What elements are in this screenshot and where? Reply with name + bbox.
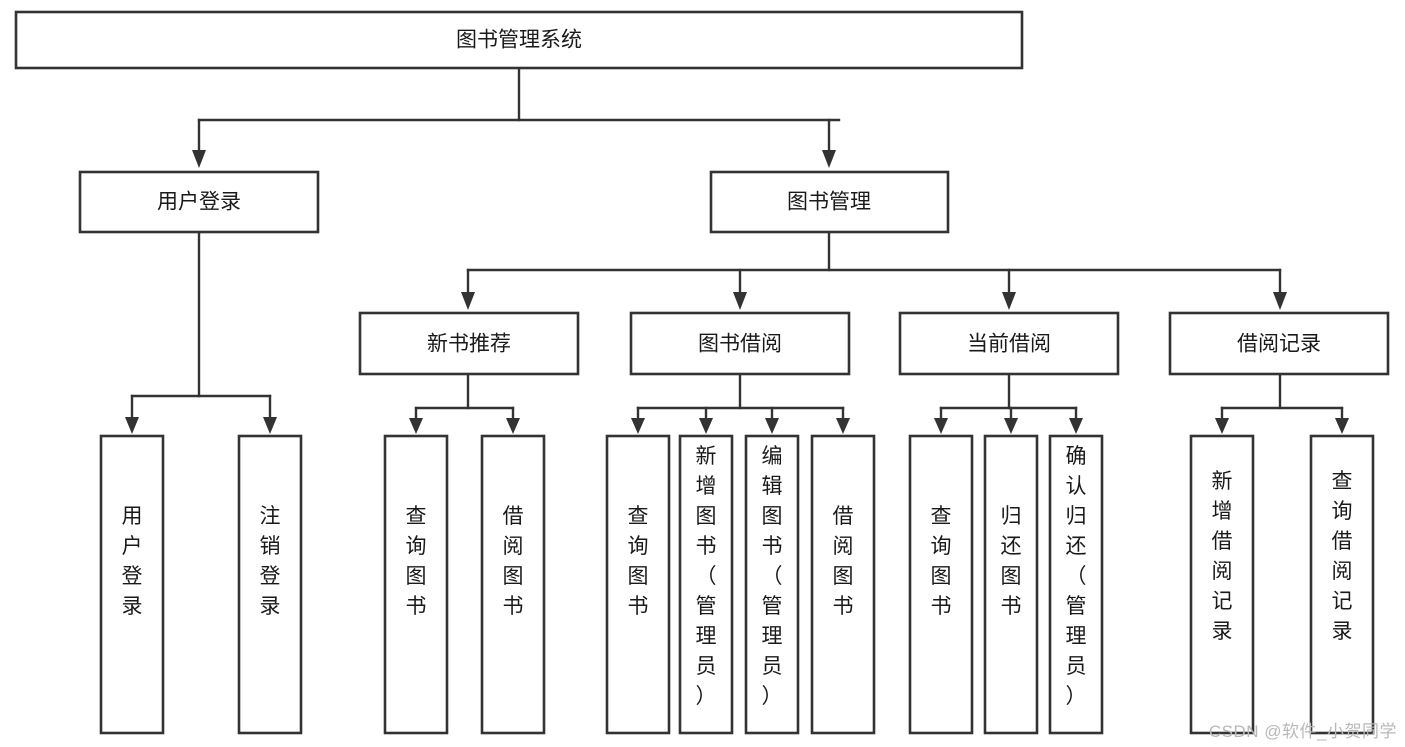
node-new-book-recommend[interactable]: 新书推荐 — [358, 311, 580, 376]
leaf-confirm-return-admin[interactable]: 确认归还（管理员） — [1048, 434, 1104, 735]
node-book-management[interactable]: 图书管理 — [709, 170, 950, 234]
leaf-edit-book-admin-label: 编辑图书（管理员） — [762, 445, 783, 708]
leaf-add-borrow-record[interactable]: 新增借阅记录 — [1189, 434, 1255, 735]
leaf-query-book-borrow-label: 查询图书 — [628, 505, 649, 618]
leaf-query-book-current-label: 查询图书 — [931, 505, 952, 618]
leaf-user-login[interactable]: 用户登录 — [99, 434, 165, 735]
leaf-query-borrow-record-label: 查询借阅记录 — [1332, 470, 1353, 643]
leaf-query-book-recommend-label: 查询图书 — [406, 505, 427, 618]
connectors-record-to-leaves — [1215, 372, 1349, 434]
node-book-borrow-label: 图书借阅 — [698, 333, 782, 356]
leaf-logout-label: 注销登录 — [260, 505, 281, 618]
connectors-level2-to-level3 — [461, 230, 1287, 310]
node-user-login-label: 用户登录 — [157, 191, 241, 214]
connectors-new-book-to-leaves — [409, 372, 520, 434]
connectors-borrow-to-leaves — [631, 372, 850, 434]
leaf-query-book-borrow[interactable]: 查询图书 — [605, 434, 671, 735]
leaf-borrow-book[interactable]: 借阅图书 — [810, 434, 876, 735]
leaf-add-book-admin-label: 新增图书（管理员） — [696, 445, 717, 708]
node-borrow-record-label: 借阅记录 — [1237, 333, 1321, 356]
node-user-login[interactable]: 用户登录 — [78, 170, 320, 234]
leaf-borrow-book-label: 借阅图书 — [833, 505, 854, 618]
leaf-add-book-admin[interactable]: 新增图书（管理员） — [678, 434, 734, 735]
connectors-current-to-leaves — [934, 372, 1083, 434]
node-book-borrow[interactable]: 图书借阅 — [629, 311, 851, 376]
leaf-add-borrow-record-label: 新增借阅记录 — [1212, 470, 1233, 643]
leaf-query-borrow-record[interactable]: 查询借阅记录 — [1309, 434, 1375, 735]
node-new-book-recommend-label: 新书推荐 — [427, 333, 511, 356]
leaf-return-book-label: 归还图书 — [1001, 505, 1022, 618]
connectors-user-login-to-leaves — [125, 230, 277, 434]
node-root[interactable]: 图书管理系统 — [14, 10, 1024, 70]
leaf-borrow-book-recommend-label: 借阅图书 — [503, 505, 524, 618]
leaf-edit-book-admin[interactable]: 编辑图书（管理员） — [744, 434, 800, 735]
leaf-borrow-book-recommend[interactable]: 借阅图书 — [480, 434, 546, 735]
node-borrow-record[interactable]: 借阅记录 — [1168, 311, 1390, 376]
node-root-label: 图书管理系统 — [456, 29, 582, 52]
leaf-logout[interactable]: 注销登录 — [237, 434, 303, 735]
leaf-user-login-label: 用户登录 — [122, 505, 143, 618]
leaf-query-book-recommend[interactable]: 查询图书 — [383, 434, 449, 735]
leaf-return-book[interactable]: 归还图书 — [983, 434, 1039, 735]
leaf-confirm-return-admin-label: 确认归还（管理员） — [1066, 445, 1087, 708]
leaf-query-book-current[interactable]: 查询图书 — [908, 434, 974, 735]
connectors-root-to-level2 — [192, 66, 841, 168]
node-book-management-label: 图书管理 — [787, 191, 871, 214]
node-current-borrow-label: 当前借阅 — [967, 333, 1051, 356]
node-current-borrow[interactable]: 当前借阅 — [898, 311, 1120, 376]
